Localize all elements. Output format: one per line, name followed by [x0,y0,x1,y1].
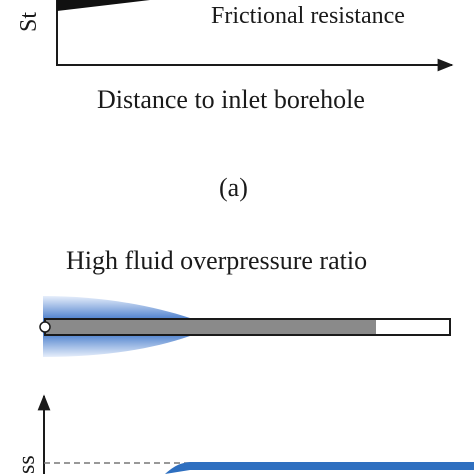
frictional-resistance-curve [57,0,150,11]
stress-profile-curve [165,462,474,474]
panel-label-a: (a) [219,173,248,202]
top-panel [56,0,454,72]
frictional-resistance-label: Frictional resistance [211,3,405,29]
bottom-y-axis-label: ss [14,455,40,474]
top-x-axis-label: Distance to inlet borehole [97,85,365,114]
bottom-panel-title: High fluid overpressure ratio [66,246,368,275]
borehole-fill [46,320,376,334]
bottom-panel-axes [37,394,474,474]
top-y-axis-label: St [16,11,42,32]
inlet-marker [39,321,51,333]
borehole-diagram [39,296,451,357]
